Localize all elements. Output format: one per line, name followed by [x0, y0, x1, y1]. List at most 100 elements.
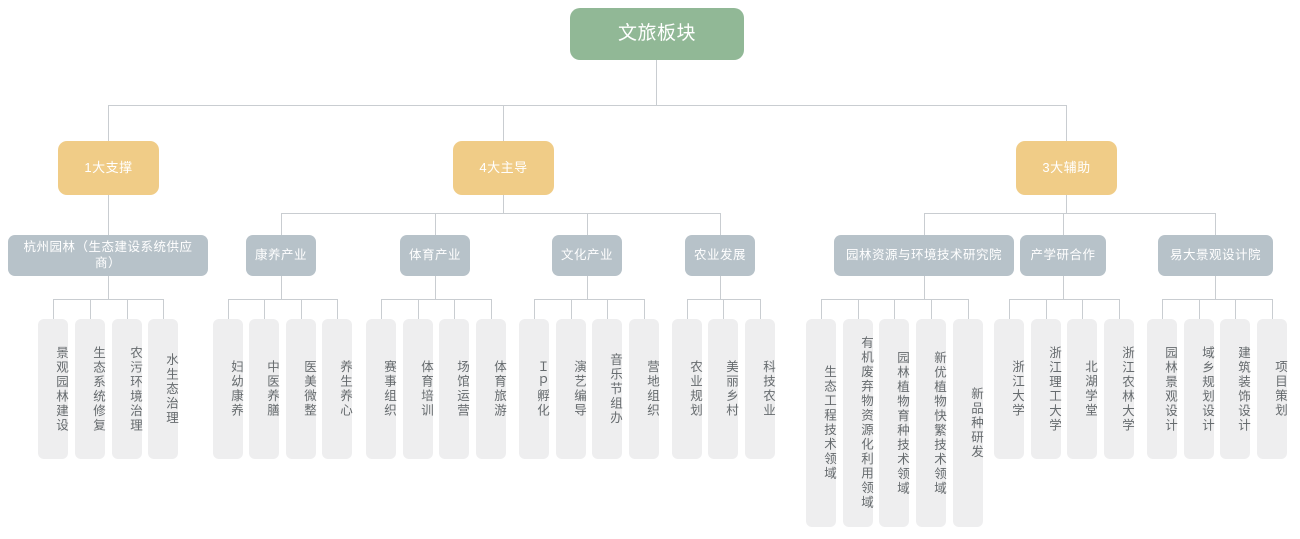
leaf-yuanlin-jingguan-sheji[interactable]: 园林景观设计: [1147, 319, 1177, 459]
leaf-label: 音乐节组办: [608, 352, 622, 426]
connector-l37-down: [1063, 276, 1064, 299]
connector-l32-bus: [228, 299, 337, 300]
leaf-label: 新优植物快繁技术领域: [932, 350, 946, 496]
leaf-jianzhu-zhuangshi-sheji[interactable]: 建筑装饰设计: [1220, 319, 1250, 459]
leaf-label: Ｉｐ孵化: [535, 360, 549, 418]
leaf-shui-shengtai-zhili[interactable]: 水生态治理: [148, 319, 178, 459]
connector-l34-c3: [607, 299, 608, 319]
leaf-shengtai-xitong-xiufu[interactable]: 生态系统修复: [75, 319, 105, 459]
leaf-label: 农业规划: [688, 360, 702, 418]
leaf-shengtai-gongcheng-jishu[interactable]: 生态工程技术领域: [806, 319, 836, 527]
leaf-zhejiang-nonglin-daxue[interactable]: 浙江农林大学: [1104, 319, 1134, 459]
leaf-label: 赛事组织: [382, 360, 396, 418]
connector-to-l2b: [503, 105, 504, 141]
node-label: 易大景观设计院: [1169, 247, 1261, 262]
node-label: 文化产业: [560, 247, 613, 262]
connector-l38-down: [1215, 276, 1216, 299]
connector-l34-c2: [571, 299, 572, 319]
leaf-yangsheng-yangxin[interactable]: 养生养心: [322, 319, 352, 459]
connector-l2b-bus: [281, 213, 720, 214]
leaf-label: 项目策划: [1273, 360, 1287, 418]
node-level3-nongye-fazhan[interactable]: 农业发展: [685, 235, 755, 276]
leaf-zhejiang-ligong-daxue[interactable]: 浙江理工大学: [1031, 319, 1061, 459]
leaf-fuyou-kangyang[interactable]: 妇幼康养: [213, 319, 243, 459]
leaf-label: 浙江大学: [1010, 360, 1024, 418]
leaf-meili-xiangcun[interactable]: 美丽乡村: [708, 319, 738, 459]
leaf-jingguan-yuanlin-jianshe[interactable]: 景观园林建设: [38, 319, 68, 459]
connector-l33-c2: [418, 299, 419, 319]
connector-l2c-bus: [924, 213, 1215, 214]
leaf-beihu-xuetang[interactable]: 北湖学堂: [1067, 319, 1097, 459]
leaf-keji-nongye[interactable]: 科技农业: [745, 319, 775, 459]
connector-l31-bus: [53, 299, 163, 300]
leaf-label: 景观园林建设: [54, 345, 68, 433]
node-label: 康养产业: [254, 247, 307, 262]
leaf-youji-feiqiwu-ziyuanhua[interactable]: 有机废弃物资源化利用领域: [843, 319, 873, 527]
node-root[interactable]: 文旅板块: [570, 8, 744, 60]
leaf-saishi-zuzhi[interactable]: 赛事组织: [366, 319, 396, 459]
leaf-ip-fuhua[interactable]: Ｉｐ孵化: [519, 319, 549, 459]
connector-l2b-c1: [281, 213, 282, 235]
leaf-xiangmu-cehua[interactable]: 项目策划: [1257, 319, 1287, 459]
leaf-label: 营地组织: [645, 360, 659, 418]
node-level3-tiyu-chanye[interactable]: 体育产业: [400, 235, 470, 276]
leaf-nongwu-huanjing-zhili[interactable]: 农污环境治理: [112, 319, 142, 459]
connector-l34-down: [587, 276, 588, 299]
leaf-xinyou-zhiwu-kuaifan[interactable]: 新优植物快繁技术领域: [916, 319, 946, 527]
leaf-label: 北湖学堂: [1083, 360, 1097, 418]
connector-root-down: [656, 60, 657, 105]
connector-l37-c1: [1009, 299, 1010, 319]
connector-l35-c2: [723, 299, 724, 319]
node-label: 1大支撑: [84, 159, 133, 175]
leaf-label: 新品种研发: [969, 386, 983, 460]
node-level2-1da-zhicheng[interactable]: 1大支撑: [58, 141, 159, 195]
connector-l34-c1: [534, 299, 535, 319]
node-level3-kangyang-chanye[interactable]: 康养产业: [246, 235, 316, 276]
node-level3-wenhua-chanye[interactable]: 文化产业: [552, 235, 622, 276]
leaf-label: 妇幼康养: [229, 360, 243, 418]
node-level3-hangzhou-yuanlin[interactable]: 杭州园林（生态建设系统供应商）: [8, 235, 208, 276]
connector-l38-c1: [1162, 299, 1163, 319]
connector-l36-c5: [968, 299, 969, 319]
node-label: 产学研合作: [1030, 247, 1096, 262]
leaf-yuanlin-zhiwu-yuzhong[interactable]: 园林植物育种技术领域: [879, 319, 909, 527]
leaf-nongye-guihua[interactable]: 农业规划: [672, 319, 702, 459]
connector-l2b-c4: [720, 213, 721, 235]
node-level2-4da-zhudao[interactable]: 4大主导: [453, 141, 554, 195]
leaf-zhongyi-yangshan[interactable]: 中医养膳: [249, 319, 279, 459]
connector-l36-c4: [931, 299, 932, 319]
leaf-zhejiang-daxue[interactable]: 浙江大学: [994, 319, 1024, 459]
connector-l34-c4: [644, 299, 645, 319]
connector-l32-c4: [337, 299, 338, 319]
leaf-xinpinzhong-yanfa[interactable]: 新品种研发: [953, 319, 983, 527]
connector-l38-c3: [1235, 299, 1236, 319]
connector-l38-bus: [1162, 299, 1272, 300]
connector-l2a-down: [108, 195, 109, 235]
leaf-label: 科技农业: [761, 360, 775, 418]
leaf-yingdi-zuzhi[interactable]: 营地组织: [629, 319, 659, 459]
node-root-label: 文旅板块: [617, 23, 696, 45]
leaf-label: 农污环境治理: [128, 345, 142, 433]
leaf-changguan-yunying[interactable]: 场馆运营: [439, 319, 469, 459]
leaf-label: 场馆运营: [455, 360, 469, 418]
leaf-yinyuejie-zuban[interactable]: 音乐节组办: [592, 319, 622, 459]
leaf-label: 园林植物育种技术领域: [895, 350, 909, 496]
connector-l37-bus: [1009, 299, 1119, 300]
node-level3-chanxueyan-hezuo[interactable]: 产学研合作: [1020, 235, 1106, 276]
leaf-label: 生态系统修复: [91, 345, 105, 433]
leaf-yimei-weizheng[interactable]: 医美微整: [286, 319, 316, 459]
leaf-tiyu-peixun[interactable]: 体育培训: [403, 319, 433, 459]
leaf-tiyu-lvyou[interactable]: 体育旅游: [476, 319, 506, 459]
connector-l36-down: [924, 276, 925, 299]
node-level3-yuanlin-yanjiuyuan[interactable]: 园林资源与环境技术研究院: [834, 235, 1014, 276]
connector-l31-c2: [90, 299, 91, 319]
node-level3-yida-sheji[interactable]: 易大景观设计院: [1158, 235, 1273, 276]
leaf-yuxiang-guihua-sheji[interactable]: 域乡规划设计: [1184, 319, 1214, 459]
node-label: 体育产业: [408, 247, 461, 262]
connector-l35-down: [720, 276, 721, 299]
connector-l37-c2: [1046, 299, 1047, 319]
leaf-yanyi-biandao[interactable]: 演艺编导: [556, 319, 586, 459]
connector-l33-down: [435, 276, 436, 299]
node-level2-3da-fuzhu[interactable]: 3大辅助: [1016, 141, 1117, 195]
